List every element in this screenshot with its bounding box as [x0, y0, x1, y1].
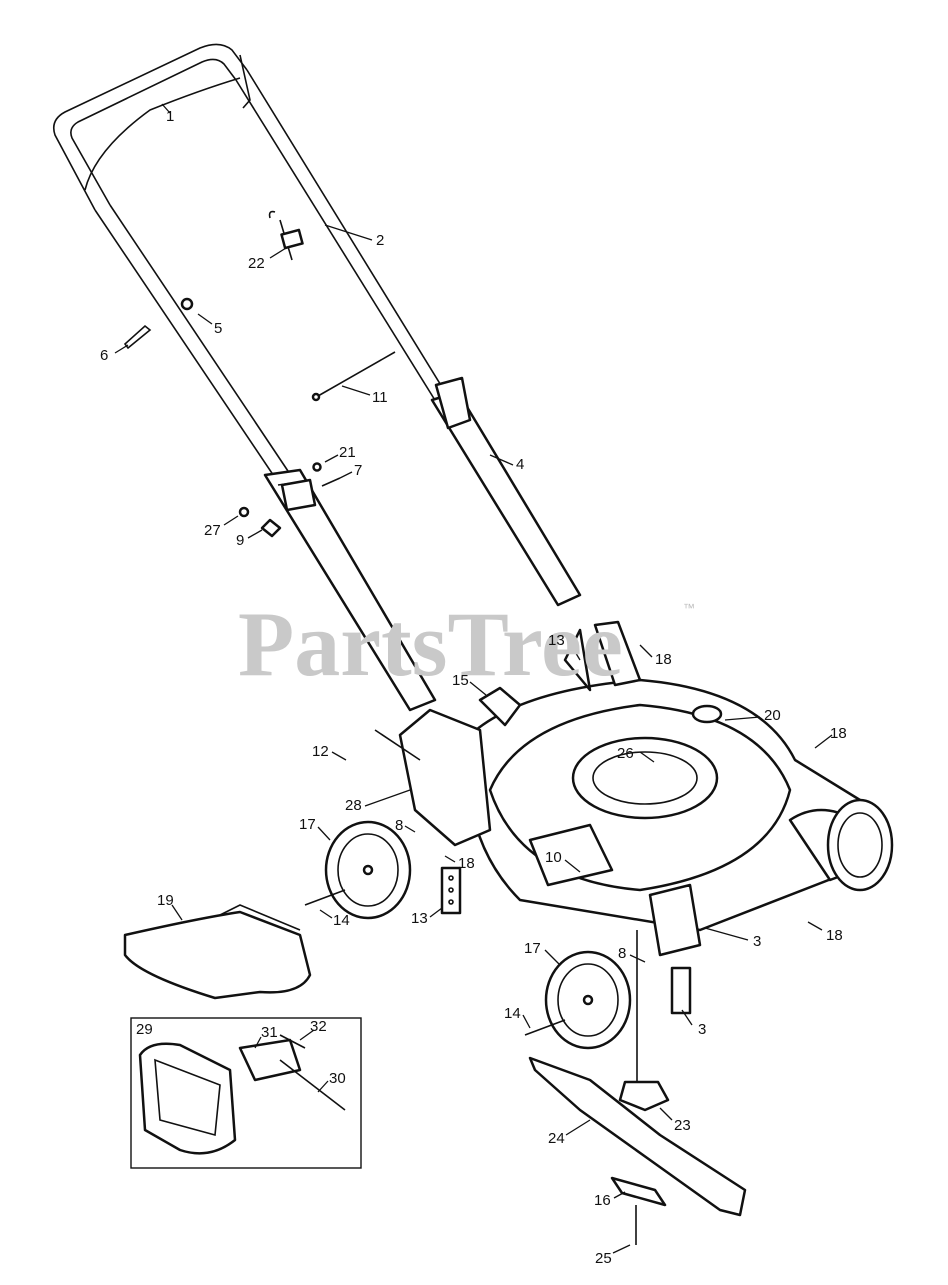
callout-22: 22 [248, 255, 265, 272]
wing-nut-9 [260, 518, 282, 538]
callout-17b: 17 [524, 940, 541, 957]
callout-18b: 18 [830, 725, 847, 742]
cable-guide [280, 228, 304, 250]
callout-23: 23 [674, 1117, 691, 1134]
callout-5: 5 [214, 320, 222, 337]
axle-bracket-right [648, 883, 702, 957]
blade-24 [528, 1056, 747, 1217]
bolt-14b [524, 1019, 566, 1036]
axle-plate-3 [670, 966, 692, 1015]
spring-32 [279, 1034, 306, 1049]
callout-18c: 18 [458, 855, 475, 872]
handle-bracket-right [593, 620, 642, 687]
callout-26: 26 [617, 745, 634, 762]
callout-1: 1 [166, 108, 174, 125]
callout-18d: 18 [826, 927, 843, 944]
callout-21: 21 [339, 444, 356, 461]
watermark-trademark: ™ [683, 601, 695, 615]
callout-3a: 3 [753, 933, 761, 950]
upper-handle [52, 43, 451, 501]
callout-25: 25 [595, 1250, 612, 1267]
baffle-13 [563, 628, 592, 692]
side-bracket-28 [398, 708, 492, 847]
watermark-text: PartsTree [238, 593, 623, 695]
callout-30: 30 [329, 1070, 346, 1087]
callout-29: 29 [136, 1021, 153, 1038]
callout-31: 31 [261, 1024, 278, 1041]
bolt-27 [238, 506, 250, 518]
callout-15: 15 [452, 672, 469, 689]
callout-8a: 8 [395, 817, 403, 834]
callout-14b: 14 [504, 1005, 521, 1022]
callout-32: 32 [310, 1018, 327, 1035]
callout-20: 20 [764, 707, 781, 724]
callout-13b: 13 [411, 910, 428, 927]
watermark: PartsTree ™ [238, 593, 695, 695]
hardware-small [123, 210, 396, 538]
callout-11: 11 [372, 389, 388, 406]
blade-adapter-23 [618, 1080, 670, 1112]
callout-17a: 17 [299, 816, 316, 833]
nut-21 [312, 462, 322, 472]
leader-lines [114, 103, 833, 1254]
rod-11 [317, 351, 396, 397]
carriage-bolt-6 [123, 324, 152, 350]
callout-10: 10 [545, 849, 562, 866]
callout-2: 2 [376, 232, 384, 249]
callout-9: 9 [236, 532, 244, 549]
deck-plug-20 [691, 704, 723, 724]
rod-30 [279, 1059, 346, 1111]
callout-labels: 1 2 22 5 6 11 4 21 7 27 9 13 18 15 20 18… [100, 108, 847, 1267]
mulch-plug-29 [138, 1042, 237, 1155]
knob-5 [180, 297, 194, 311]
callout-3b: 3 [698, 1021, 706, 1038]
callout-4: 4 [516, 456, 524, 473]
callout-6: 6 [100, 347, 108, 364]
front-wheel-right [524, 950, 692, 1050]
callout-12: 12 [312, 743, 329, 760]
deck-plate-10 [528, 823, 614, 887]
blade-assembly [528, 930, 747, 1245]
knob-15 [478, 686, 522, 727]
callout-8b: 8 [618, 945, 626, 962]
mower-deck [468, 620, 894, 957]
callout-13a: 13 [548, 632, 565, 649]
bolt-7 [321, 477, 341, 487]
callout-28: 28 [345, 797, 362, 814]
callout-16: 16 [594, 1192, 611, 1209]
discharge-chute-19 [123, 904, 312, 1000]
bracket-31 [238, 1038, 302, 1082]
blade-support-16 [610, 1176, 667, 1207]
callout-14a: 14 [333, 912, 350, 929]
callout-27: 27 [204, 522, 221, 539]
callout-7: 7 [354, 462, 362, 479]
lower-handle-right [430, 376, 582, 607]
callout-24: 24 [548, 1130, 565, 1147]
mulch-plug-inset [130, 1017, 362, 1169]
callout-19: 19 [157, 892, 174, 909]
left-side-assembly [374, 686, 522, 915]
callout-18a: 18 [655, 651, 672, 668]
handle-bracket [280, 478, 317, 512]
bolt-14a [304, 889, 346, 906]
front-wheel-left [304, 820, 412, 920]
axle-plate-13 [440, 866, 462, 915]
